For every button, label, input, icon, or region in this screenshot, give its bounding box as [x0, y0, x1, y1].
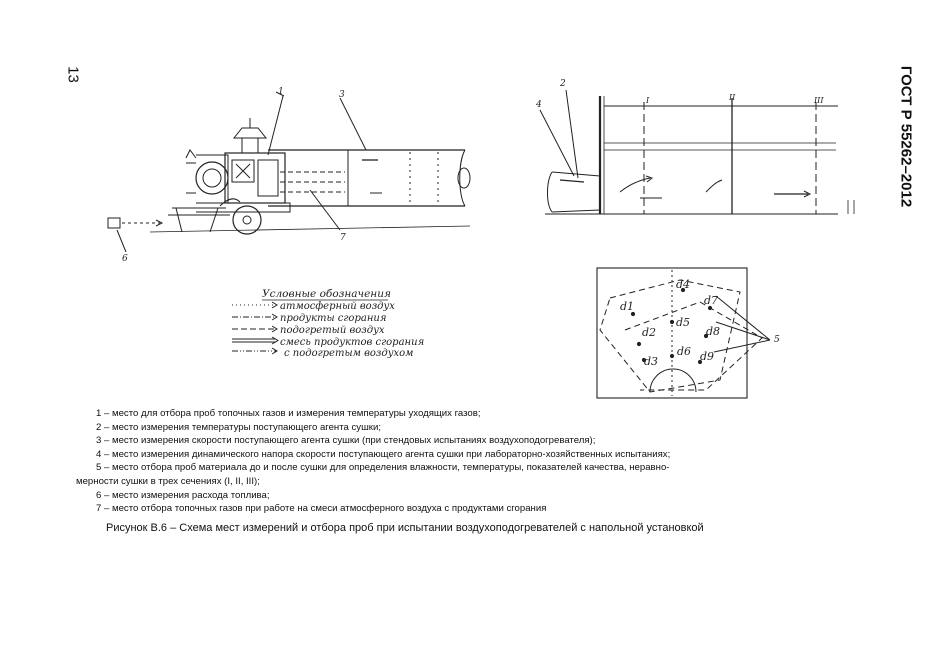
point-d9: d9 [700, 350, 714, 363]
drying-floor-side-view [539, 89, 855, 215]
note-2: 2 – место измерения температуры поступаю… [96, 421, 382, 433]
sampling-points-plan [596, 267, 771, 399]
heater-unit-drawing [107, 91, 471, 253]
note-6: 6 – место измерения расхода топлива; [96, 489, 270, 501]
legend-title: Условные обозначения [262, 288, 391, 300]
callout-5: 5 [774, 335, 780, 345]
figure-notes: 1 – место для отбора проб топочных газов… [76, 407, 796, 516]
note-7: 7 – место отбора топочных газов при рабо… [96, 503, 547, 515]
legend-item-mixture-cont: с подогретым воздухом [284, 348, 413, 359]
section-label-2: II [728, 93, 736, 102]
section-label-1: I [645, 96, 650, 105]
callout-7: 7 [340, 233, 346, 243]
point-d3: d3 [644, 355, 658, 368]
legend-item-heated-air: подогретый воздух [280, 325, 385, 336]
point-d7: d7 [704, 294, 718, 307]
note-3: 3 – место измерения скорости поступающег… [96, 435, 596, 447]
point-d1: d1 [620, 300, 634, 313]
callout-6: 6 [122, 254, 128, 264]
point-d6: d6 [677, 345, 691, 358]
callout-1: 1 [278, 87, 284, 97]
callout-2: 2 [559, 79, 566, 89]
note-5: 5 – место отбора проб материала до и пос… [96, 462, 670, 474]
note-4: 4 – место измерения динамического напора… [96, 448, 671, 460]
point-d5: d5 [676, 316, 690, 329]
point-d2: d2 [642, 326, 656, 339]
callout-3: 3 [339, 90, 345, 100]
figure-caption: Рисунок В.6 – Схема мест измерений и отб… [106, 522, 704, 534]
point-d4: d4 [676, 278, 690, 291]
legend-item-atmospheric-air: атмосферный воздух [280, 301, 395, 312]
section-label-3: III [813, 96, 824, 105]
legend-item-combustion-products: продукты сгорания [280, 313, 386, 324]
callout-4: 4 [535, 100, 542, 110]
legend [232, 299, 388, 355]
point-d8: d8 [706, 325, 720, 338]
legend-item-mixture: смесь продуктов сгорания [280, 337, 424, 348]
note-5-continued: мерности сушки в трех сечениях (I, II, I… [76, 475, 260, 487]
note-1: 1 – место для отбора проб топочных газов… [96, 408, 481, 419]
